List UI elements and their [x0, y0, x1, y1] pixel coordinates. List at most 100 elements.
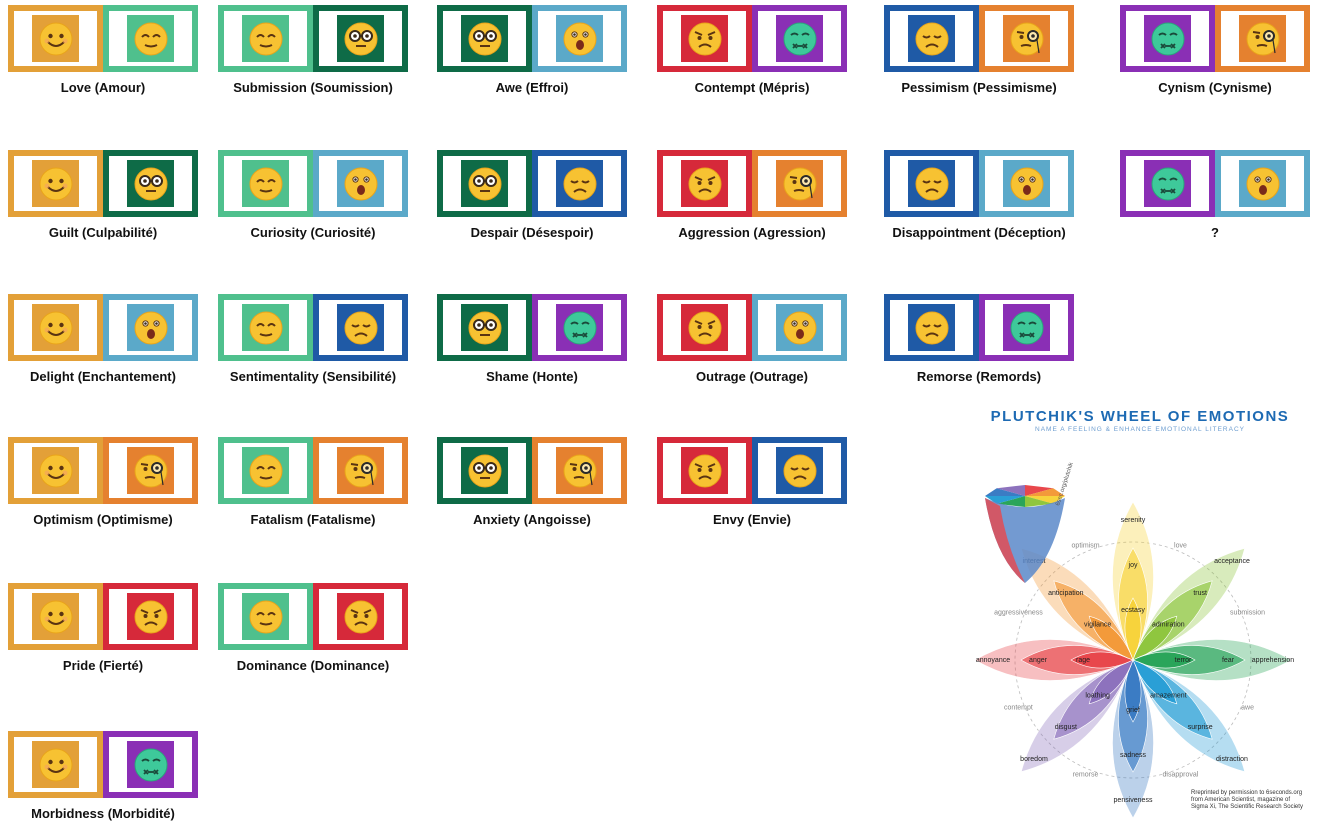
dyad-card: Awe (Effroi): [437, 5, 627, 95]
wheel-diagram: serenityjoyecstasyacceptancetrustadmirat…: [955, 448, 1305, 823]
emotion-tile: [1239, 160, 1286, 207]
dyad-label: Despair (Désespoir): [437, 225, 627, 240]
dyad-label: Aggression (Agression): [657, 225, 847, 240]
emotion-pair: [657, 5, 847, 72]
nerd-face-icon: [467, 310, 503, 346]
dyad-label: Submission (Soumission): [218, 80, 408, 95]
dyad-card: Remorse (Remords): [884, 294, 1074, 384]
emotion-tile: [908, 160, 955, 207]
nauseated-face-icon: [1150, 21, 1186, 57]
petal-label: serenity: [1121, 517, 1146, 524]
emotion-box: [218, 437, 313, 504]
emotion-box: [437, 5, 532, 72]
emotion-box: [657, 437, 752, 504]
sad-face-icon: [343, 310, 379, 346]
nerd-face-icon: [343, 21, 379, 57]
emotion-pair: [657, 294, 847, 361]
emotion-box: [218, 294, 313, 361]
petal-label: rage: [1076, 657, 1090, 664]
emotion-tile: [127, 447, 174, 494]
dyad-card: Optimism (Optimisme): [8, 437, 198, 527]
emotion-pair: [437, 437, 627, 504]
emotion-box: [532, 150, 627, 217]
petal-label: acceptance: [1214, 558, 1250, 565]
emotion-box: [103, 294, 198, 361]
monocle-face-icon: [782, 166, 818, 202]
angry-face-icon: [133, 599, 169, 635]
emotion-box: [1215, 150, 1310, 217]
petal-label: pensiveness: [1114, 797, 1153, 804]
emotion-box: [657, 5, 752, 72]
nerd-face-icon: [133, 166, 169, 202]
emotion-box: [313, 5, 408, 72]
emotion-box: [1120, 5, 1215, 72]
petal-label: vigilance: [1084, 622, 1111, 629]
dyad-label: Anxiety (Angoisse): [437, 512, 627, 527]
dyad-card: Aggression (Agression): [657, 150, 847, 240]
dyad-label: Cynism (Cynisme): [1120, 80, 1310, 95]
dyad-label: Contempt (Mépris): [657, 80, 847, 95]
emotion-tile: [337, 304, 384, 351]
emotion-box: [532, 294, 627, 361]
emotion-pair: [8, 5, 198, 72]
emotion-tile: [337, 593, 384, 640]
emotion-box: [103, 583, 198, 650]
nerd-face-icon: [467, 21, 503, 57]
emotion-pair: [8, 583, 198, 650]
monocle-face-icon: [562, 453, 598, 489]
emotion-pair: [884, 150, 1074, 217]
emotion-tile: [127, 160, 174, 207]
monocle-face-icon: [1245, 21, 1281, 57]
emotion-tile: [556, 15, 603, 62]
angry-face-icon: [687, 166, 723, 202]
wheel-credit-line: Rreprinted by permission to 6seconds.org: [1191, 790, 1311, 797]
emotion-pair: [218, 294, 408, 361]
emotion-tile: [681, 304, 728, 351]
dyad-card: Love (Amour): [8, 5, 198, 95]
dyad-label: Disappointment (Déception): [884, 225, 1074, 240]
astonished-face-icon: [782, 310, 818, 346]
astonished-face-icon: [562, 21, 598, 57]
emotion-pair: [657, 150, 847, 217]
emotion-pair: [218, 5, 408, 72]
emotion-box: [884, 294, 979, 361]
emotion-pair: [437, 150, 627, 217]
emotion-tile: [127, 15, 174, 62]
relieved-face-icon: [248, 310, 284, 346]
petal-label: anticipation: [1048, 590, 1084, 597]
emotion-box: [437, 150, 532, 217]
emotion-box: [752, 5, 847, 72]
petal-label: annoyance: [976, 657, 1010, 664]
dyad-card: Delight (Enchantement): [8, 294, 198, 384]
petal-label: joy: [1128, 562, 1138, 569]
monocle-face-icon: [1009, 21, 1045, 57]
emotion-box: [8, 437, 103, 504]
dyad-card: Morbidness (Morbidité): [8, 731, 198, 821]
emotion-tile: [681, 15, 728, 62]
nerd-face-icon: [467, 166, 503, 202]
emotion-box: [532, 437, 627, 504]
angry-face-icon: [687, 453, 723, 489]
emotion-pair: [437, 294, 627, 361]
nauseated-face-icon: [782, 21, 818, 57]
dyad-label: Outrage (Outrage): [657, 369, 847, 384]
astonished-face-icon: [133, 310, 169, 346]
emotion-box: [313, 437, 408, 504]
petal-label: anger: [1029, 657, 1048, 664]
smiling-face-icon: [38, 166, 74, 202]
emotion-pair: [1120, 150, 1310, 217]
emotion-box: [884, 5, 979, 72]
relieved-face-icon: [248, 453, 284, 489]
emotion-box: [313, 294, 408, 361]
emotion-tile: [776, 447, 823, 494]
astonished-face-icon: [343, 166, 379, 202]
emotion-tile: [461, 15, 508, 62]
dyad-label: Pride (Fierté): [8, 658, 198, 673]
emotion-tile: [1003, 304, 1050, 351]
emotion-box: [437, 437, 532, 504]
petal-label: apprehension: [1252, 657, 1295, 664]
dyad-label: Envy (Envie): [657, 512, 847, 527]
dyad-card: Shame (Honte): [437, 294, 627, 384]
emotion-box: [313, 583, 408, 650]
emotion-tile: [776, 15, 823, 62]
